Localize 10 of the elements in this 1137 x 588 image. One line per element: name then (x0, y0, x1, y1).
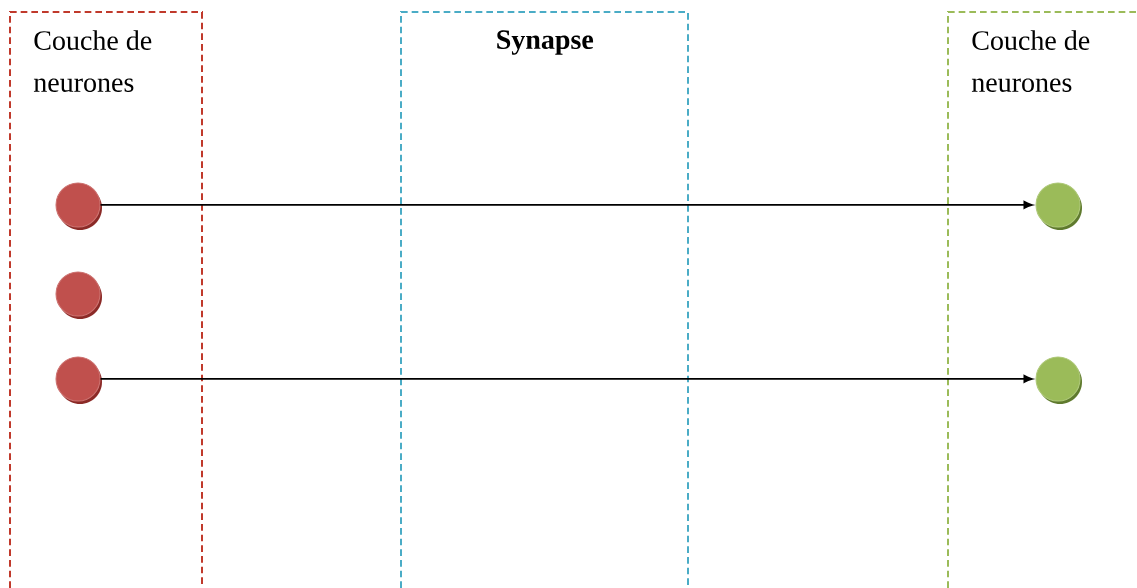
neuron-circle (1035, 356, 1082, 404)
layer-band: Couche de neurones (947, 11, 1137, 588)
band-heading: Synapse (497, 30, 594, 55)
arrow (99, 375, 1033, 383)
neuron-circle (55, 356, 102, 404)
neuron-circle (55, 271, 102, 319)
layer-band: Couche de neurones (9, 11, 203, 588)
neuron-circle (55, 182, 102, 230)
neuron-circle (1035, 182, 1082, 230)
arrow (99, 201, 1033, 209)
